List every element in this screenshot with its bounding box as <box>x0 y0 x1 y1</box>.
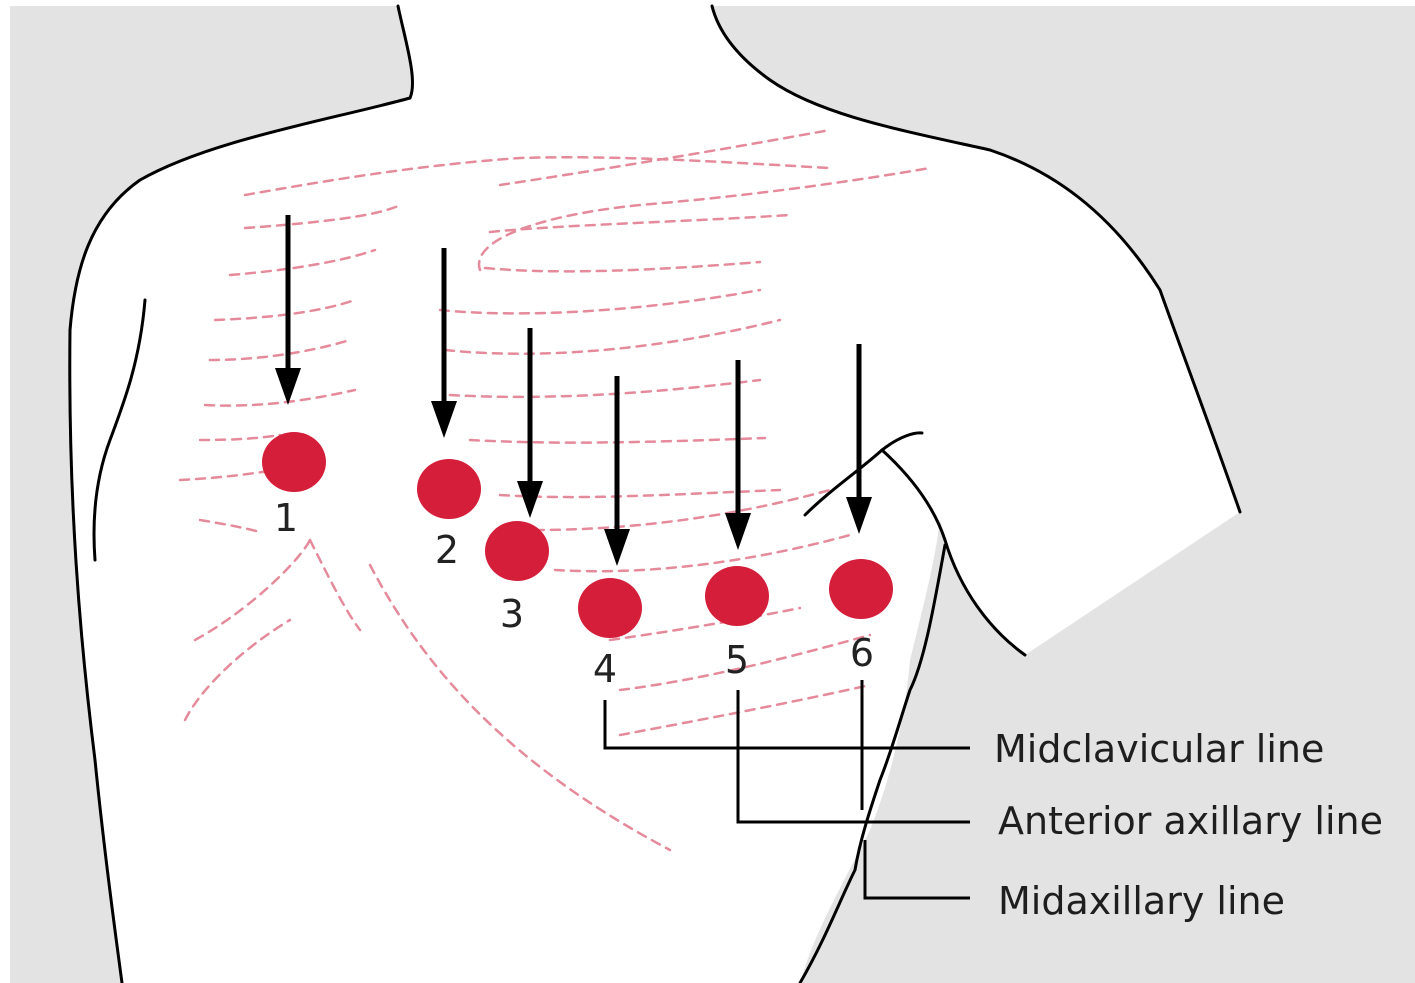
electrode-v3 <box>485 521 549 581</box>
label-midaxillary-line: Midaxillary line <box>998 879 1285 923</box>
label-midclavicular-line: Midclavicular line <box>994 727 1324 771</box>
electrode-v5 <box>705 566 769 626</box>
electrode-number-6: 6 <box>850 631 874 675</box>
electrode-number-5: 5 <box>725 638 749 682</box>
electrode-v2 <box>417 459 481 519</box>
electrode-number-4: 4 <box>593 647 617 691</box>
electrode-v1 <box>262 432 326 492</box>
label-anterior-axillary-line: Anterior axillary line <box>998 799 1383 843</box>
electrode-number-2: 2 <box>435 528 459 572</box>
electrode-number-3: 3 <box>500 592 524 636</box>
electrode-v4 <box>578 578 642 638</box>
electrode-v6 <box>829 559 893 619</box>
electrode-number-1: 1 <box>274 496 298 540</box>
